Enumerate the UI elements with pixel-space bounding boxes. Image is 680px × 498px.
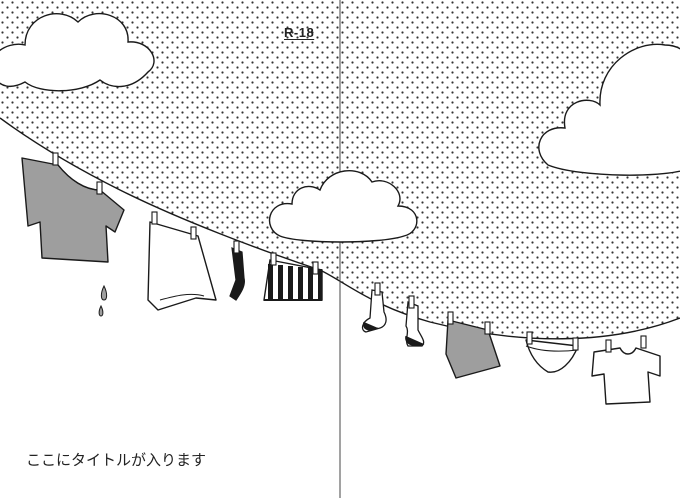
shirt-icon [591,347,661,405]
water-drops [98,284,108,317]
striped-boxers [263,259,323,301]
cloud-icon [538,43,680,176]
title-placeholder: ここにタイトルが入ります [26,451,207,469]
cloud-icon [0,13,155,92]
clothespin-icon [52,152,647,353]
white-shirt [147,221,217,311]
rating-mark: R-18 [284,25,315,40]
cloud-icon [268,169,418,243]
sock-icon [405,301,425,347]
sock-icon [229,247,245,301]
white-briefs [525,339,579,373]
sock-icon [361,289,387,333]
